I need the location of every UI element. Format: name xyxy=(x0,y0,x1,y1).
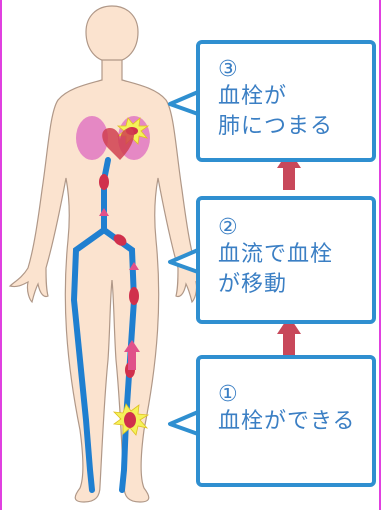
pointer-3 xyxy=(170,92,198,114)
step-number-3: ③ xyxy=(218,58,372,82)
pointer-1 xyxy=(170,412,198,434)
step-3-text-line-2: 肺につまる xyxy=(218,112,372,142)
clot-torso xyxy=(99,174,109,190)
step-2-text-line-1: 血流で血栓 xyxy=(218,240,372,270)
callout-step-3: ③ 血栓が 肺につまる xyxy=(196,40,376,162)
callout-step-2: ② 血流で血栓 が移動 xyxy=(196,196,376,324)
clot-thigh xyxy=(129,287,139,305)
step-3-text-line-1: 血栓が xyxy=(218,82,372,112)
origin-clot-body xyxy=(124,412,136,428)
step-1-text-line-1: 血栓ができる xyxy=(218,407,372,437)
step-2-text-line-2: が移動 xyxy=(218,270,372,300)
step-number-1: ① xyxy=(218,383,372,407)
step-number-2: ② xyxy=(218,216,372,240)
callout-step-1: ① 血栓ができる xyxy=(196,355,376,487)
